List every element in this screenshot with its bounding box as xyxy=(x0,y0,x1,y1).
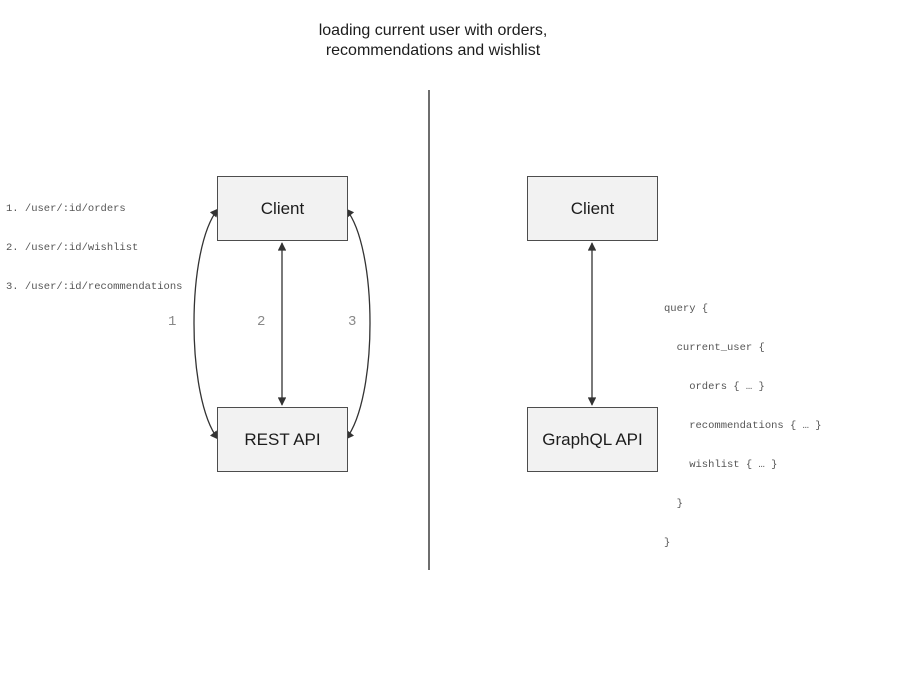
graphql-client-box-label: Client xyxy=(570,198,615,218)
rest-endpoint-list: 1. /user/:id/orders 2. /user/:id/wishlis… xyxy=(6,177,182,320)
graphql-query-line: } xyxy=(664,537,671,549)
rest-api-box-label: REST API xyxy=(244,429,321,449)
graphql-query-line: current_user { xyxy=(664,342,765,354)
rest-arrow-2-label: 2 xyxy=(257,314,266,330)
rest-endpoint-wishlist: 2. /user/:id/wishlist xyxy=(6,242,139,254)
rest-endpoint-orders: 1. /user/:id/orders xyxy=(6,203,126,215)
graphql-query-line: orders { … } xyxy=(664,381,765,393)
rest-arrow-1-label: 1 xyxy=(168,314,177,330)
graphql-api-box: GraphQL API xyxy=(527,407,658,472)
graphql-client-box: Client xyxy=(527,176,658,241)
rest-client-box-label: Client xyxy=(260,198,305,218)
diagram-title-line-1: loading current user with orders, xyxy=(318,22,548,39)
diagram-title: loading current user with orders, recomm… xyxy=(250,21,616,61)
graphql-query-line: } xyxy=(664,498,683,510)
rest-arrow-1-curve xyxy=(193,208,219,440)
graphql-query-line: wishlist { … } xyxy=(664,459,778,471)
diagram-title-line-2: recommendations and wishlist xyxy=(325,42,541,59)
panel-divider-line xyxy=(428,90,430,570)
graphql-query-line: query { xyxy=(664,303,709,315)
rest-arrow-3-label: 3 xyxy=(348,314,357,330)
graphql-query-snippet: query { current_user { orders { … } reco… xyxy=(664,277,822,576)
graphql-api-box-label: GraphQL API xyxy=(542,429,643,449)
rest-client-box: Client xyxy=(217,176,348,241)
rest-api-box: REST API xyxy=(217,407,348,472)
rest-endpoint-recommendations: 3. /user/:id/recommendations xyxy=(6,281,183,293)
graphql-query-line: recommendations { … } xyxy=(664,420,822,432)
